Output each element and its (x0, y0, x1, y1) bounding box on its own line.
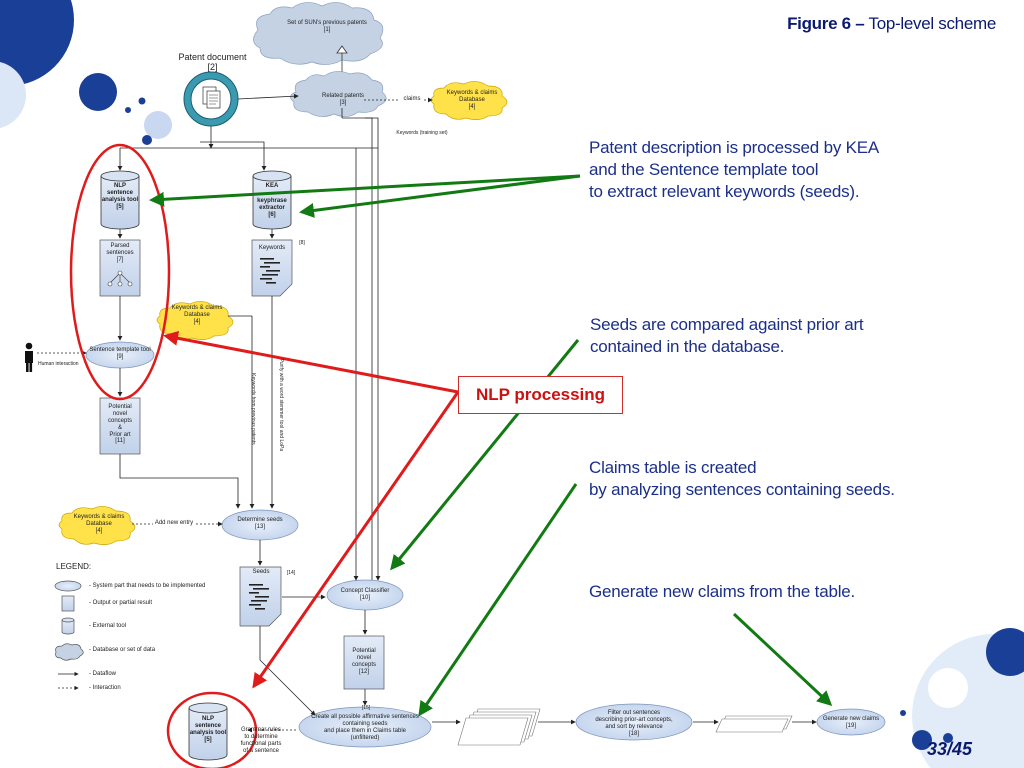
nlp-highlight-bottom (166, 691, 258, 768)
sentence-template-label: Sentence template tool [9] (89, 347, 151, 360)
nlp-processing-box: NLP processing (458, 376, 623, 414)
nlp-tool-top-label: NLP sentence analysis tool [5] (101, 183, 139, 210)
slide-title: Figure 6 – Top-level scheme (787, 14, 996, 33)
tree-icon (107, 270, 133, 287)
kw-db-top-label: Keywords & claims Database [4] (446, 90, 498, 110)
concept-classifier-label: Concept Classifier [10] (340, 588, 390, 601)
keywords-list-icon (260, 258, 280, 284)
legend-item-output: - Output or partial result (89, 600, 153, 606)
parsed-sentences-label: Parsed sentences [7] (106, 243, 134, 263)
suns-patents-label: Set of SUN's previous patents [1] (287, 20, 367, 33)
kw-db-cloud-low (58, 506, 136, 545)
create-ref: [15] (361, 705, 371, 711)
grammar-rules-label: Grammar rules to determine functional pa… (240, 727, 282, 754)
parsed-sentences-doc (99, 239, 141, 297)
kw-db-mid-label: Keywords & claims Database [4] (171, 305, 223, 325)
dataflow-lines (117, 93, 817, 725)
legend-item-external: - External tool (89, 623, 127, 629)
legend-shapes (54, 580, 84, 691)
purify-label: Purify with a word stemmer tool and LoPa (277, 358, 284, 452)
kw-db-low-label: Keywords & claims Database [4] (73, 514, 125, 534)
novel-concepts-12-label: Potential novel concepts [12] (351, 648, 376, 675)
suns-patents-cloud (253, 2, 384, 65)
red-arrows (163, 330, 460, 689)
kw-from-prev-label: Keywords from previous patents (249, 373, 256, 445)
kea-cylinder (252, 170, 292, 230)
kea-title-label: KEA (265, 183, 279, 189)
keywords-doc-label: Keywords (258, 245, 286, 251)
keywords-ref: [8] (299, 240, 305, 246)
kea-body-label: keyphrase extractor [6] (257, 198, 287, 218)
legend-item-database: - Database or set of data (89, 647, 156, 653)
filter-sentences-ellipse (575, 703, 693, 741)
seeds-annotation: Seeds are compared against prior art con… (590, 315, 864, 356)
keywords-doc (251, 239, 293, 297)
filtered-claims-stack (715, 715, 793, 733)
create-sentences-label: Create all possible affirmative sentence… (311, 714, 419, 741)
create-sentences-ellipse (298, 706, 432, 748)
legend-item-system: - System part that needs to be implement… (89, 583, 206, 589)
novel-concepts-label: Potential novel concepts & Prior art [11… (107, 404, 132, 445)
related-patents-cloud (290, 71, 387, 117)
novel-concepts-12-doc (343, 635, 385, 690)
nlp-tool-top-cylinder (100, 170, 140, 230)
page-number: 33/45 (926, 739, 972, 759)
novel-concepts-doc (99, 397, 141, 455)
generate-annotation: Generate new claims from the table. (589, 582, 856, 601)
legend-title: LEGEND: (56, 562, 92, 571)
kw-training-label: Keywords (training set) (396, 130, 448, 136)
generate-claims-ellipse (816, 708, 886, 736)
claims-annotation: Claims table is created by analyzing sen… (589, 458, 895, 499)
seeds-ref: [14] (286, 570, 296, 576)
seeds-doc-label: Seeds (252, 569, 270, 575)
seeds-list-icon (249, 584, 269, 610)
claims-table-stack (457, 708, 541, 746)
patent-document-label: Patent document [2] (178, 52, 247, 73)
nlp-highlight-top (69, 143, 171, 401)
nlp-tool-bottom-cylinder (188, 702, 228, 761)
legend-item-interaction: - Interaction (89, 685, 121, 691)
legend-item-dataflow: - Dataflow (89, 671, 117, 677)
filter-sentences-label: Filter out sentences describing prior-ar… (595, 710, 673, 737)
generate-claims-label: Generate new claims [19] (822, 716, 880, 729)
kw-db-cloud-top (430, 81, 508, 120)
determine-seeds-label: Determine seeds [13] (237, 517, 283, 530)
human-icon (25, 342, 33, 372)
nlp-tool-bottom-label: NLP sentence analysis tool [5] (189, 716, 227, 743)
related-patents-label: Related patents [3] (321, 93, 365, 106)
patent-document-circle (183, 71, 239, 127)
claims-label: claims (400, 96, 424, 103)
human-interaction-label: Human interaction (38, 361, 79, 367)
kea-annotation: Patent description is processed by KEA a… (589, 138, 880, 201)
add-new-entry-label: Add new entry (153, 520, 195, 527)
